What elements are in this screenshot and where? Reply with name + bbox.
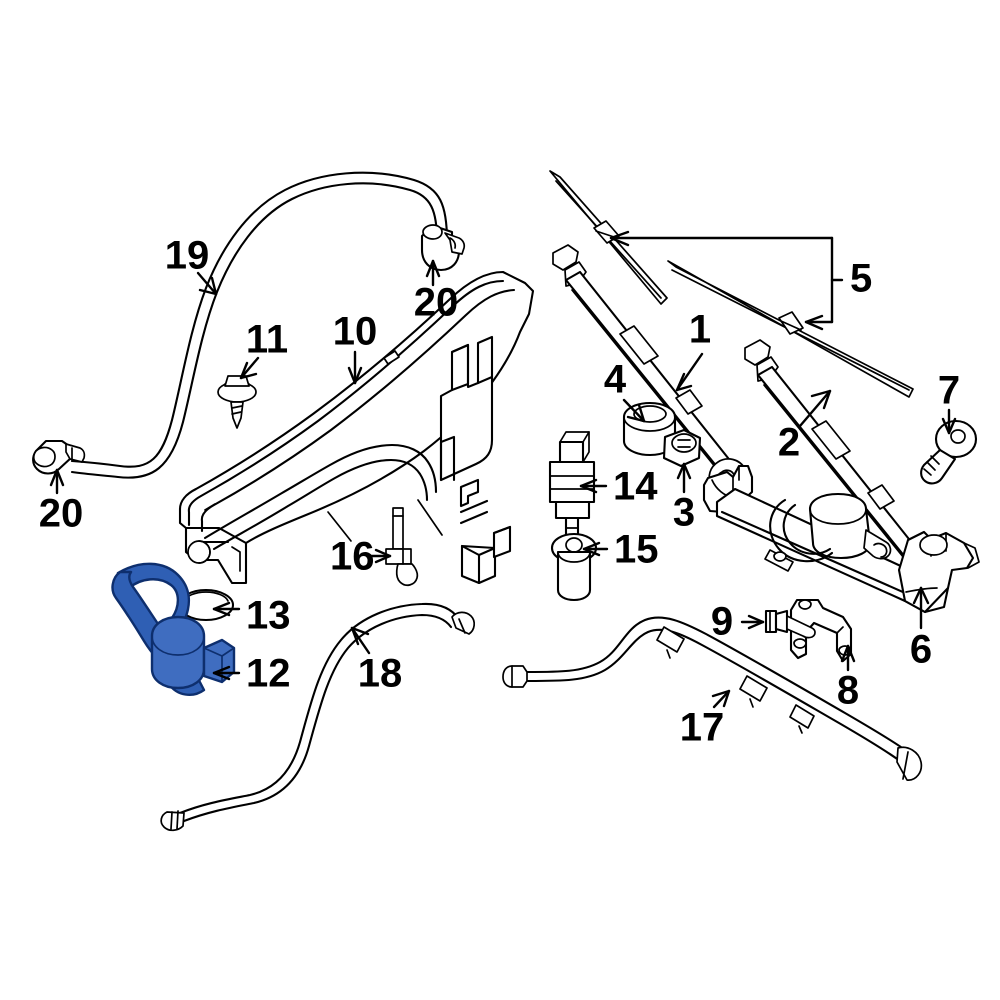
callout-6-label: 6 — [910, 628, 932, 672]
callout-11: 11 — [239, 318, 288, 380]
part-3-wiper-arm-retaining-nut — [662, 428, 702, 468]
part-20b-washer-nozzle-left — [32, 439, 86, 475]
callout-16-label: 16 — [330, 535, 375, 579]
part-7-wiper-linkage-mounting-bolt — [920, 419, 978, 485]
callout-15-label: 15 — [614, 528, 659, 572]
callout-19-label: 19 — [165, 234, 210, 278]
callout-20b-label: 20 — [39, 492, 84, 536]
part-16-washer-fluid-level-sensor — [385, 507, 419, 587]
part-14-windshield-washer-pump — [548, 431, 596, 540]
callout-1: 1 — [675, 308, 711, 392]
part-9-wiper-linkage-pivot-pin — [764, 609, 816, 639]
callout-20-upper: 20 — [414, 259, 459, 325]
callout-15: 15 — [582, 528, 659, 572]
callout-3-label: 3 — [673, 491, 695, 535]
part-4-wiper-arm-cap-cover — [622, 401, 677, 457]
callout-10: 10 — [333, 310, 378, 385]
callout-4-label: 4 — [604, 358, 627, 402]
callout-12-label: 12 — [246, 652, 291, 696]
callout-18: 18 — [350, 626, 403, 696]
part-8-wiper-linkage-bracket — [789, 598, 853, 663]
callout-14-label: 14 — [613, 465, 658, 509]
callout-5: 5 — [609, 230, 872, 331]
callout-13-label: 13 — [246, 594, 291, 638]
callout-17: 17 — [680, 689, 731, 750]
part-6-wiper-motor-and-linkage-assembly — [702, 464, 980, 614]
part-15-washer-pump-grommet — [550, 532, 598, 602]
callout-9-label: 9 — [711, 600, 733, 644]
part-12-washer-fluid-filler-neck-hose — [111, 562, 236, 696]
callout-10-label: 10 — [333, 310, 378, 354]
part-11-fender-mounting-bolt — [217, 375, 257, 429]
callout-19: 19 — [165, 234, 218, 296]
callout-2: 2 — [778, 389, 832, 465]
callout-8: 8 — [837, 644, 859, 713]
part-17-washer-fluid-hose-lower — [502, 616, 923, 781]
callout-4: 4 — [604, 358, 646, 423]
callout-6: 6 — [910, 586, 932, 672]
callout-9: 9 — [711, 600, 765, 644]
callout-5-label: 5 — [850, 257, 872, 301]
part-18-washer-fluid-hose-front — [160, 602, 475, 832]
callout-8-label: 8 — [837, 669, 859, 713]
callout-20-left: 20 — [39, 468, 84, 536]
callout-11-label: 11 — [246, 318, 288, 362]
part-20-washer-nozzle-upper — [420, 224, 466, 272]
callout-1-label: 1 — [689, 308, 711, 352]
callout-12: 12 — [212, 652, 291, 696]
part-5-wiper-blades — [549, 170, 914, 398]
callout-16: 16 — [330, 535, 392, 579]
callout-20-label: 20 — [414, 281, 459, 325]
callout-17-label: 17 — [680, 706, 725, 750]
callout-3: 3 — [673, 462, 695, 535]
callout-7: 7 — [938, 369, 960, 435]
part-10-front-fender-panel — [178, 270, 535, 585]
callout-18-label: 18 — [358, 652, 403, 696]
callout-2-label: 2 — [778, 421, 800, 465]
callout-13: 13 — [212, 594, 291, 638]
callout-14: 14 — [579, 465, 658, 509]
part-13-washer-reservoir-filler-cap — [177, 588, 235, 622]
callout-7-label: 7 — [938, 369, 960, 413]
